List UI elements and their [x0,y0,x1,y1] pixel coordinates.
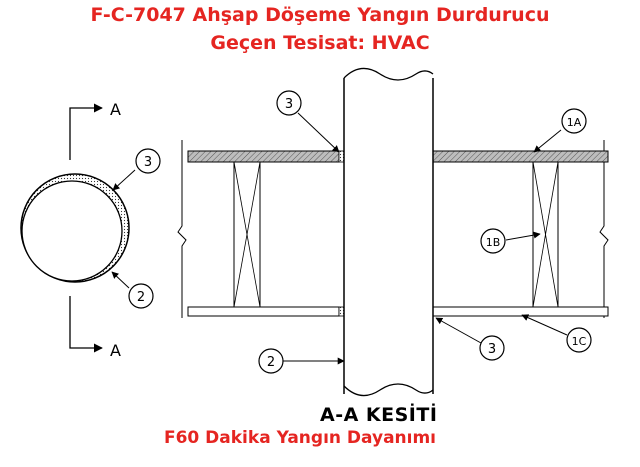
callout-1b-label: 1B [486,236,501,249]
section-label: A-A KESİTİ [320,404,438,426]
section-line-bottom [69,296,103,353]
section-mark-top: A [110,100,121,119]
callout-1c-label: 1C [572,335,587,348]
ceiling-board-left [187,306,340,317]
leader-1b [505,231,541,241]
callout-3-top-label: 3 [285,97,293,112]
title-line-2: Geçen Tesisat: HVAC [210,32,430,54]
pipe [343,78,434,394]
leader-2-left [111,271,130,289]
callout-3-left [135,148,161,174]
section-line-top [69,103,103,160]
joist-right [532,161,559,308]
callout-1c [566,327,592,353]
leader-3-top [297,112,340,153]
section-view: 3 1A 1B 2 3 1C [177,67,609,397]
callout-2-bottom [258,348,284,374]
break-line-right [599,140,609,318]
rating-label: F60 Dakika Yangın Dayanımı [163,428,437,448]
callout-3-left-label: 3 [144,155,152,170]
callout-2-left [128,283,154,309]
callout-1a [561,108,587,134]
callout-3-bottom [479,335,505,361]
leader-1a [533,129,562,153]
plan-view: A A 3 2 [20,100,161,360]
leader-1c [521,314,568,336]
callout-1b [480,228,506,254]
floor-board-top-left [187,150,340,163]
callout-2-left-label: 2 [137,290,145,305]
joist-left [233,161,261,308]
callout-1a-label: 1A [567,116,582,129]
title-line-1: F-C-7047 Ahşap Döşeme Yangın Durdurucu [90,4,550,26]
pipe-circle [21,180,123,282]
callout-3-top [276,90,302,116]
callout-3-bottom-label: 3 [488,342,496,357]
break-line-left [177,140,187,318]
pipe-break-bottom [343,383,434,397]
leader-3-bottom [435,317,482,344]
pipe-break-top [343,67,434,81]
section-mark-bottom: A [110,341,121,360]
floor-board-top-right [432,150,609,163]
callout-2-bottom-label: 2 [267,355,275,370]
leader-3-left [112,169,136,191]
ceiling-board-right [432,306,609,317]
